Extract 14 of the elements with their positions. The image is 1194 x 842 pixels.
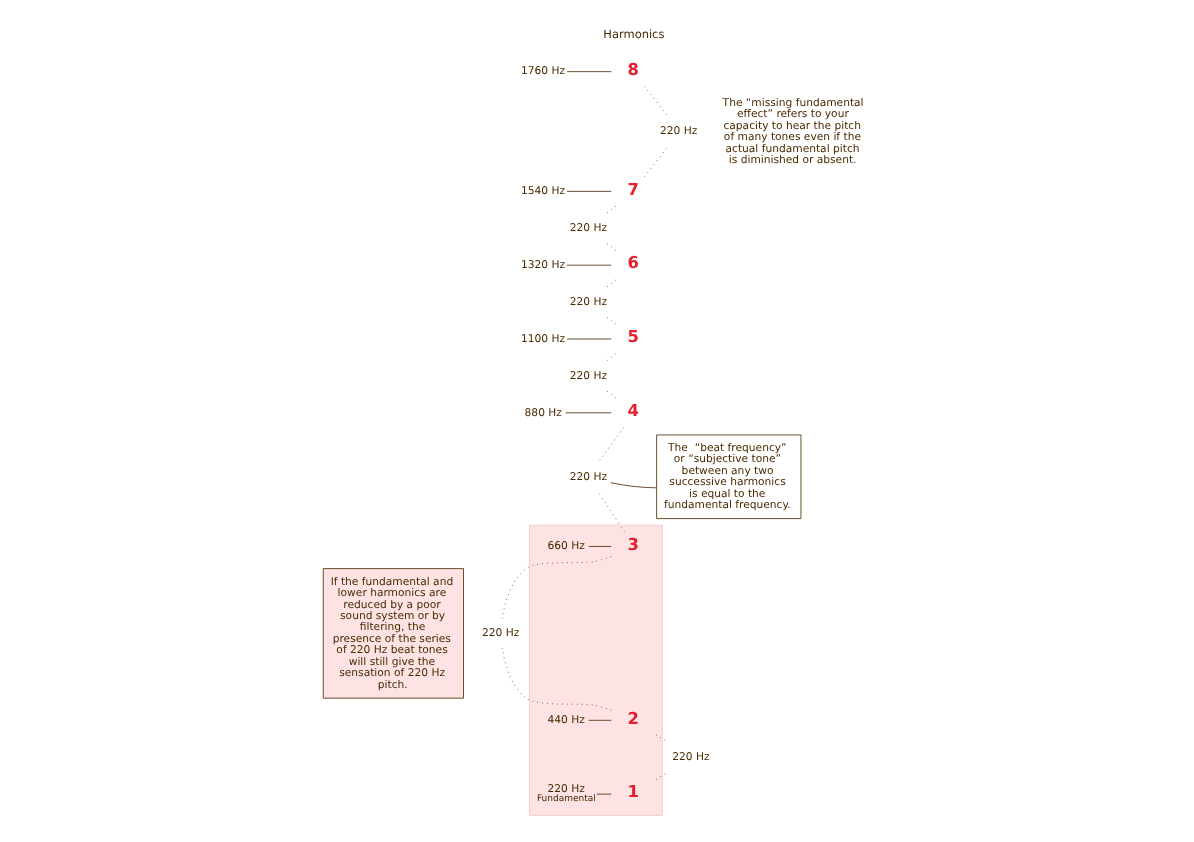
node-text: 2 — [626, 707, 638, 728]
connector — [609, 482, 656, 489]
node-text: 5 — [626, 326, 638, 347]
node-text: 1 — [626, 781, 638, 802]
node-text: 6 — [626, 252, 638, 273]
node-text: 8 — [626, 58, 638, 79]
connector — [565, 190, 611, 192]
connector — [587, 719, 611, 721]
node-text: 4 — [626, 400, 638, 421]
cluster — [528, 524, 662, 816]
node-text: 7 — [626, 178, 638, 199]
connector — [587, 546, 611, 547]
node-text: 3 — [626, 533, 638, 554]
connector — [565, 71, 611, 73]
